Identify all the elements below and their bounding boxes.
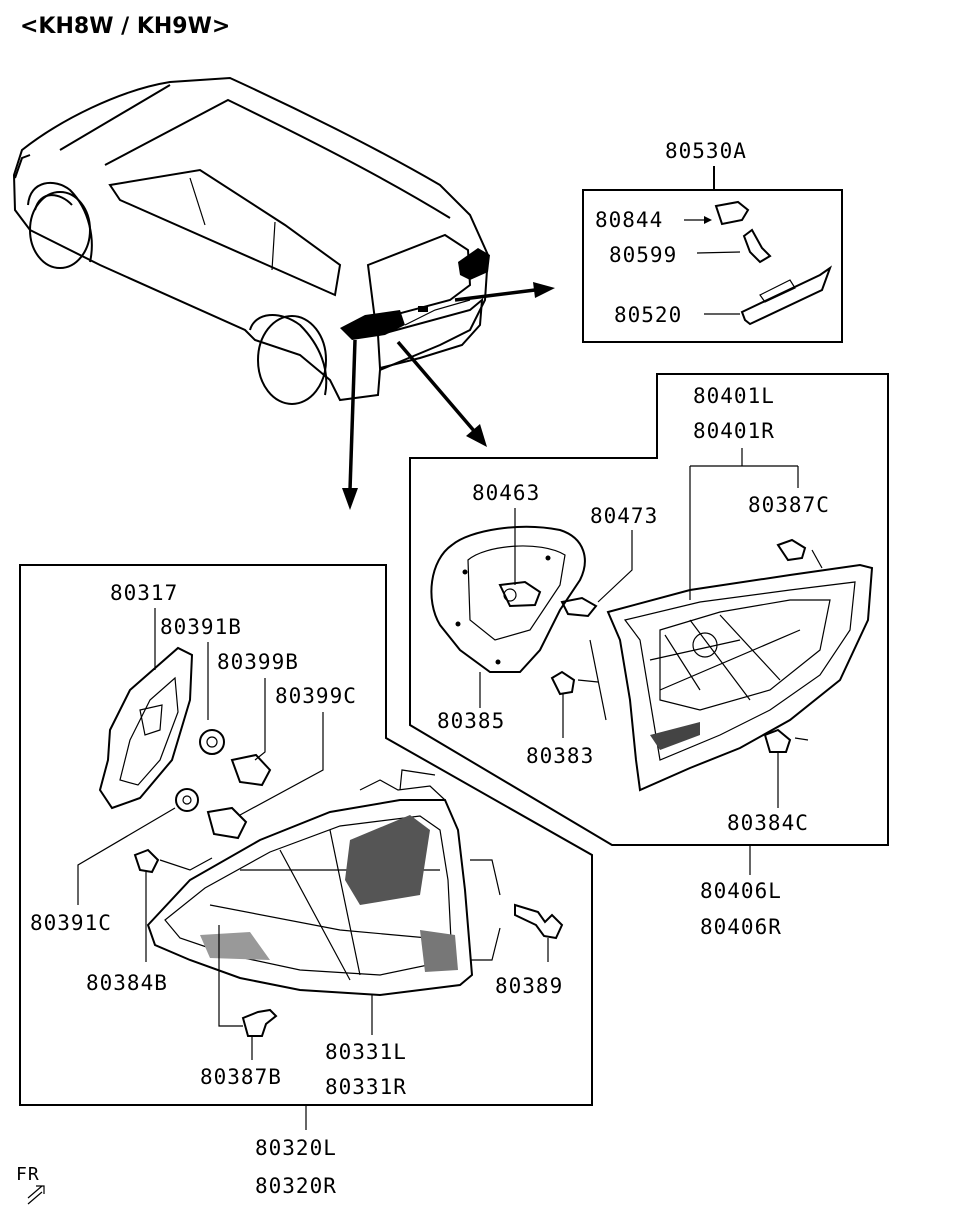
part-label: 80399C: [275, 684, 357, 708]
front-direction-mark: FR: [16, 1164, 45, 1205]
pointer-arrows: [342, 282, 555, 510]
part-label: 80384C: [727, 811, 809, 835]
part-label: 80530A: [665, 139, 747, 163]
part-label: 80320L: [255, 1136, 337, 1160]
outer-lamp-group: 80317 80391B 80399B 80399C 80391C 80384B: [19, 564, 593, 1198]
part-label: 80320R: [255, 1174, 337, 1198]
license-lamp-group: 80530A 80844 80599 80520: [582, 139, 843, 343]
part-label: 80331L: [325, 1040, 407, 1064]
model-code-header: <KH8W / KH9W>: [20, 14, 230, 39]
part-label: 80389: [495, 974, 563, 998]
part-label: 80406R: [700, 915, 782, 939]
part-label: 80844: [595, 208, 663, 232]
front-mark-label: FR: [16, 1164, 40, 1185]
part-label: 80387C: [748, 493, 830, 517]
license-lamp-box: [582, 189, 843, 343]
part-label: 80391C: [30, 911, 112, 935]
part-label: 80473: [590, 504, 658, 528]
part-label: 80599: [609, 243, 677, 267]
part-label: 80317: [110, 581, 178, 605]
front-arrow-icon: [27, 1185, 45, 1205]
part-label: 80391B: [160, 615, 242, 639]
part-label: 80387B: [200, 1065, 282, 1089]
part-label: 80331R: [325, 1075, 407, 1099]
inner-lamp-box: [409, 373, 889, 846]
part-label: 80401R: [693, 419, 775, 443]
part-label: 80385: [437, 709, 505, 733]
part-label: 80401L: [693, 384, 775, 408]
part-label: 80463: [472, 481, 540, 505]
vehicle-illustration: [12, 76, 490, 405]
outer-lamp-box: [19, 564, 593, 1106]
part-label: 80399B: [217, 650, 299, 674]
part-label: 80384B: [86, 971, 168, 995]
part-label: 80406L: [700, 879, 782, 903]
inner-lamp-group: 80401L 80401R 80463 80473 80387C 80385 8…: [409, 373, 889, 939]
part-label: 80520: [614, 303, 682, 327]
part-label: 80383: [526, 744, 594, 768]
